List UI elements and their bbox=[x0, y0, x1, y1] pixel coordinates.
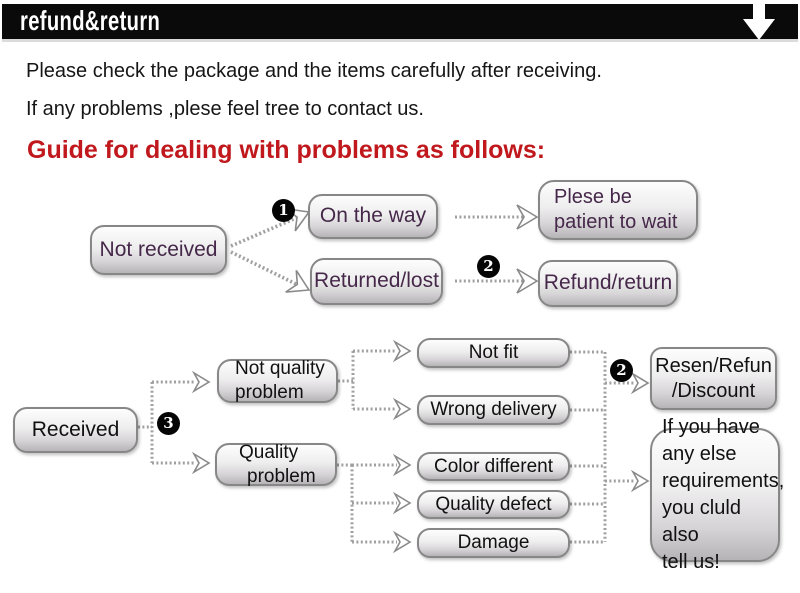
flow-node-other-requirements: If you have any else requirements, you c… bbox=[650, 416, 785, 573]
flow-node-quality-problem: Quality problem bbox=[215, 441, 337, 487]
node-text-line: any else bbox=[662, 443, 737, 465]
flow-node-resend-refund-discount: Resen/Refun /Discount bbox=[650, 347, 777, 410]
flow-node-not-received: Not received bbox=[90, 225, 227, 275]
down-arrow-icon bbox=[743, 1, 775, 40]
step-badge-2b: 2 bbox=[610, 359, 633, 382]
node-text-line: Not quality bbox=[235, 358, 325, 380]
flow-node-not-quality-problem: Not quality problem bbox=[217, 358, 338, 403]
node-text-line: you cluld also bbox=[662, 497, 741, 546]
step-badge-3: 3 bbox=[157, 412, 180, 435]
node-text-line: tell us! bbox=[662, 551, 720, 573]
node-text-line: patient to wait bbox=[554, 211, 678, 233]
flow-node-damage: Damage bbox=[417, 528, 570, 558]
node-text-line: requirements, bbox=[662, 470, 785, 492]
flow-node-received: Received bbox=[13, 407, 138, 453]
flow-node-wrong-delivery: Wrong delivery bbox=[417, 395, 570, 425]
flow-node-returned-lost: Returned/lost bbox=[310, 258, 443, 305]
flow-node-quality-defect: Quality defect bbox=[417, 490, 570, 519]
flow-node-color-different: Color different bbox=[417, 452, 570, 481]
flow-node-refund-return: Refund/return bbox=[538, 260, 678, 307]
page-title: refund&return bbox=[20, 5, 161, 36]
node-text-line: problem bbox=[235, 382, 304, 403]
step-badge-1: 1 bbox=[272, 199, 295, 222]
flow-node-on-the-way: On the way bbox=[308, 194, 438, 239]
step-badge-2: 2 bbox=[477, 255, 500, 278]
guide-heading: Guide for dealing with problems as follo… bbox=[27, 136, 546, 164]
node-text-line: Plese be bbox=[554, 186, 632, 208]
header-bar: refund&return bbox=[2, 4, 798, 39]
flow-node-not-fit: Not fit bbox=[417, 338, 570, 368]
intro-line-2: If any problems ,plese feel tree to cont… bbox=[26, 98, 424, 120]
flow-node-plese-be-patient: Plese be patient to wait bbox=[538, 180, 698, 240]
node-text-line: problem bbox=[247, 465, 316, 487]
node-text-line: /Discount bbox=[671, 379, 756, 402]
node-text-line: If you have bbox=[662, 416, 760, 438]
node-text-line: Resen/Refun bbox=[655, 354, 772, 377]
node-text-line: Quality bbox=[239, 441, 299, 463]
intro-line-1: Please check the package and the items c… bbox=[26, 60, 602, 82]
